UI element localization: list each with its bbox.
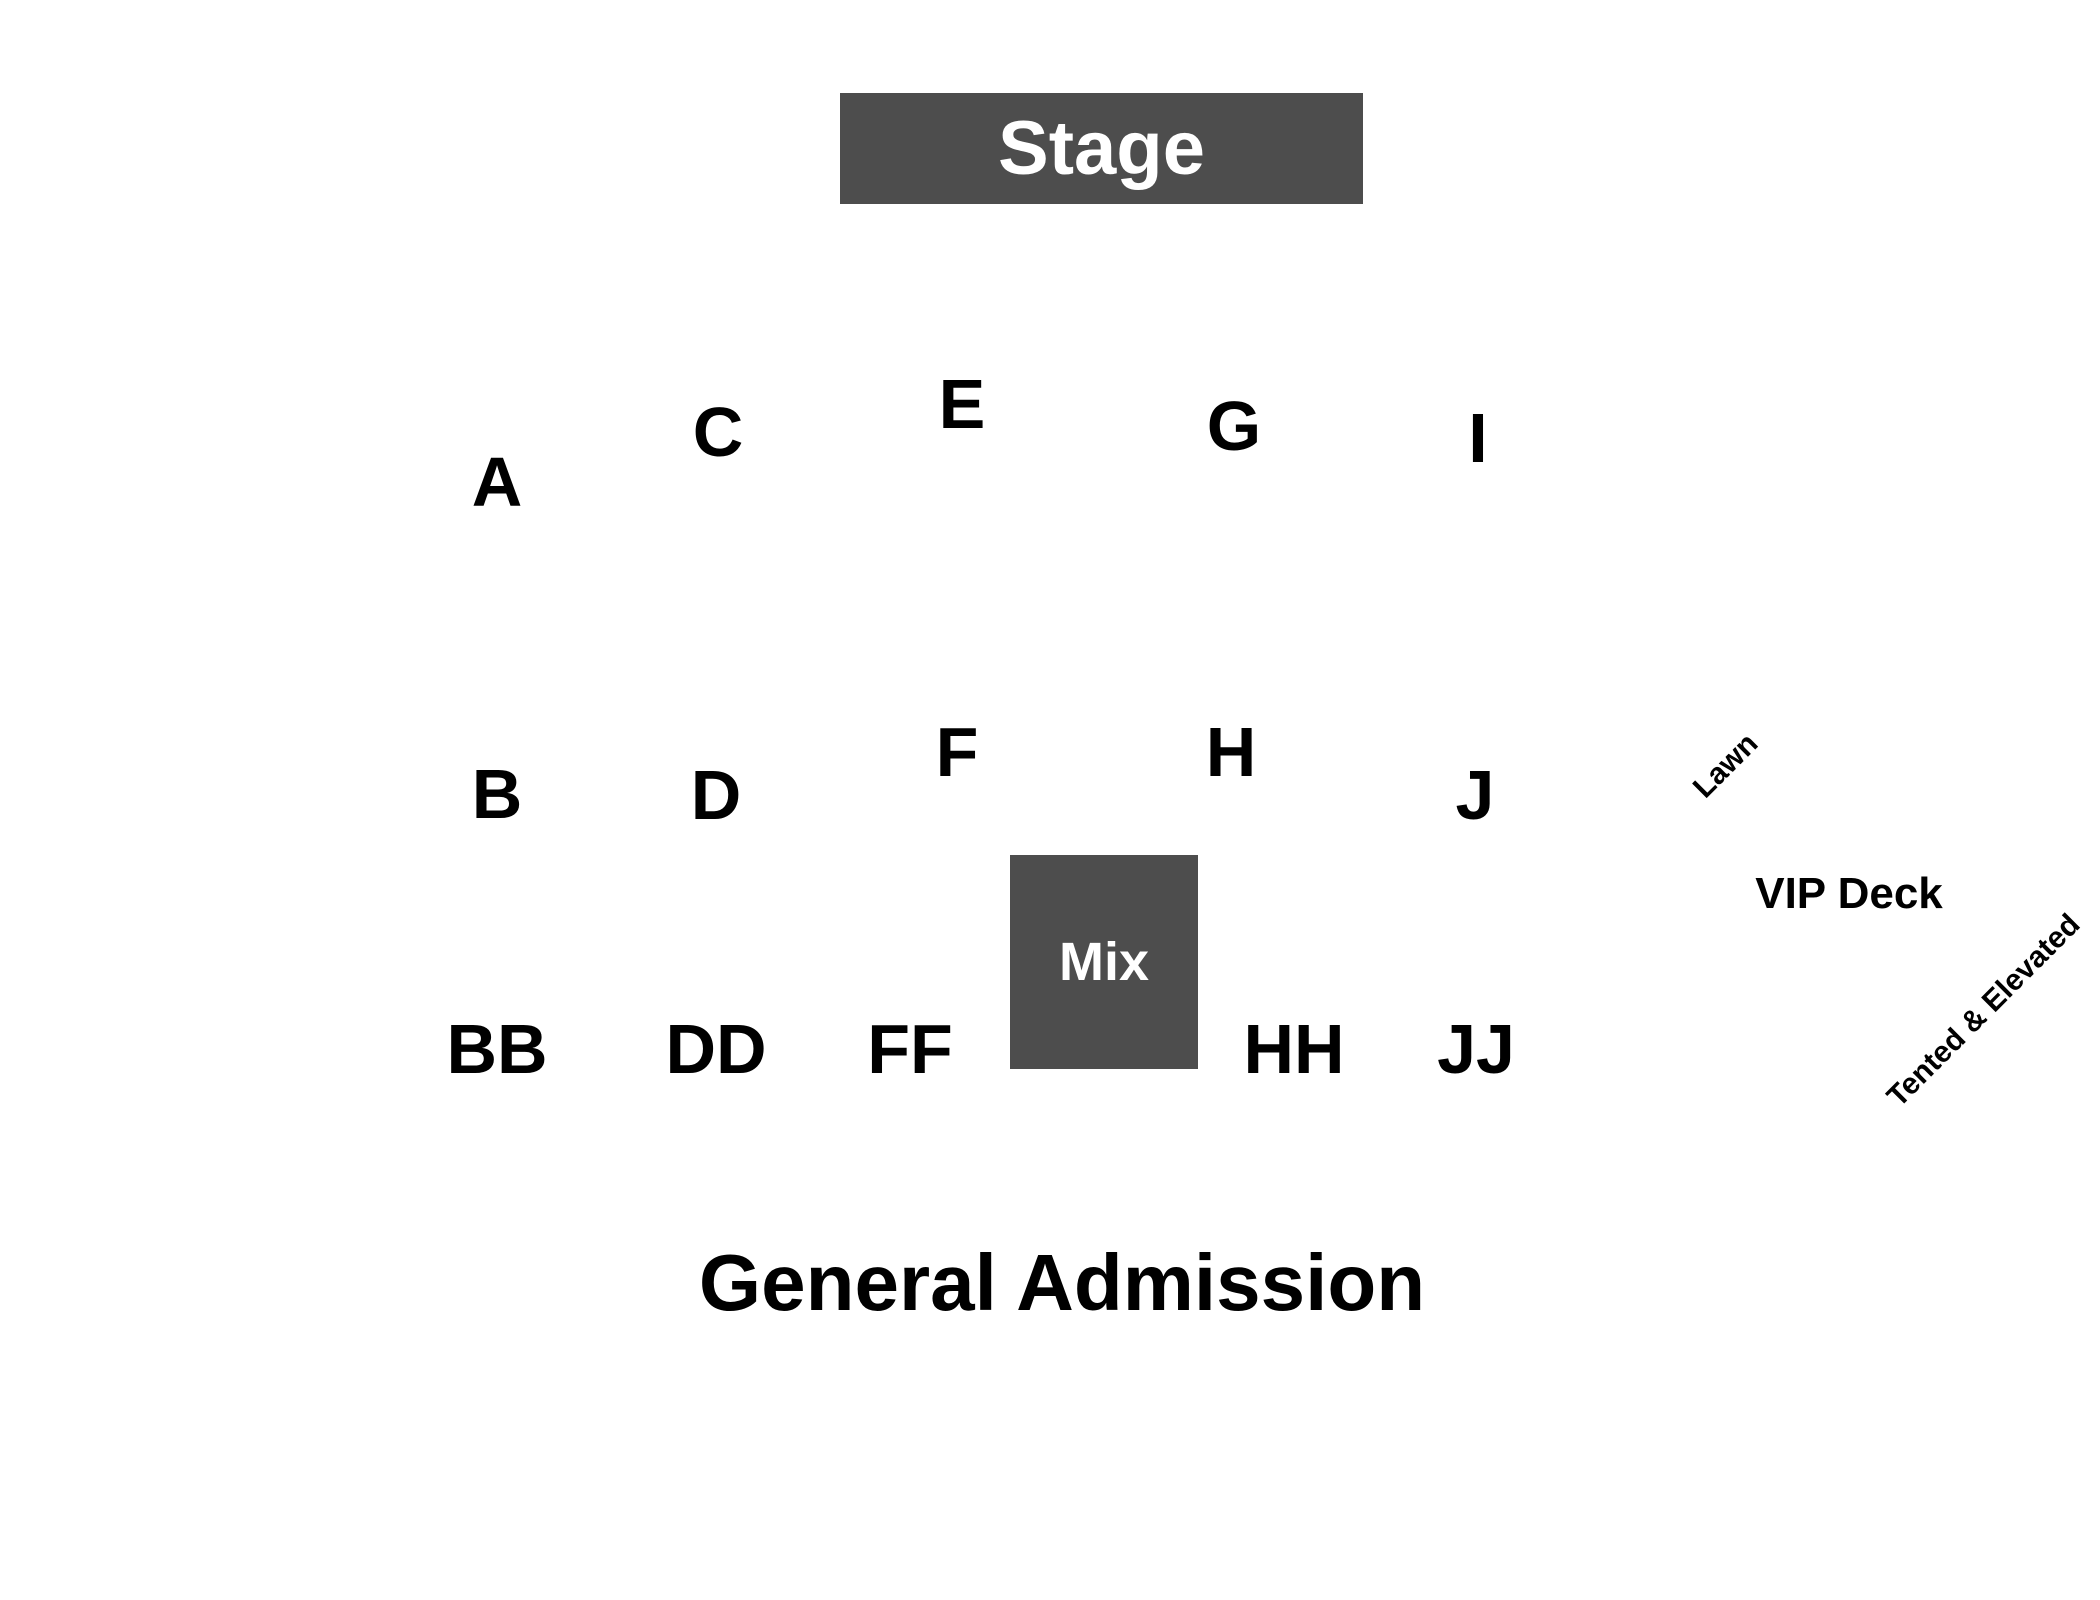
section-g[interactable]: G [1206, 387, 1262, 465]
section-ff[interactable]: FF [867, 1010, 953, 1088]
section-c[interactable]: C [692, 393, 744, 471]
section-jj[interactable]: JJ [1437, 1010, 1515, 1088]
section-i[interactable]: I [1468, 399, 1488, 477]
section-b[interactable]: B [471, 755, 523, 833]
section-j[interactable]: J [1455, 756, 1495, 834]
section-d[interactable]: D [690, 756, 742, 834]
section-general-admission[interactable]: General Admission [698, 1238, 1426, 1327]
section-e[interactable]: E [938, 365, 986, 443]
section-a[interactable]: A [471, 443, 523, 521]
section-hh[interactable]: HH [1243, 1010, 1345, 1088]
section-vip-deck[interactable]: VIP Deck [1755, 869, 1943, 918]
section-bb[interactable]: BB [446, 1010, 548, 1088]
section-f[interactable]: F [935, 713, 979, 791]
section-dd[interactable]: DD [665, 1010, 767, 1088]
mix-label: Mix [1058, 932, 1150, 992]
mix-position: Mix [1010, 855, 1198, 1069]
stage-label: Stage [998, 106, 1205, 191]
section-tented-elevated[interactable]: Tented & Elevated [1880, 907, 2087, 1114]
stage: Stage [840, 93, 1363, 204]
section-h[interactable]: H [1205, 713, 1257, 791]
section-lawn[interactable]: Lawn [1686, 726, 1765, 805]
